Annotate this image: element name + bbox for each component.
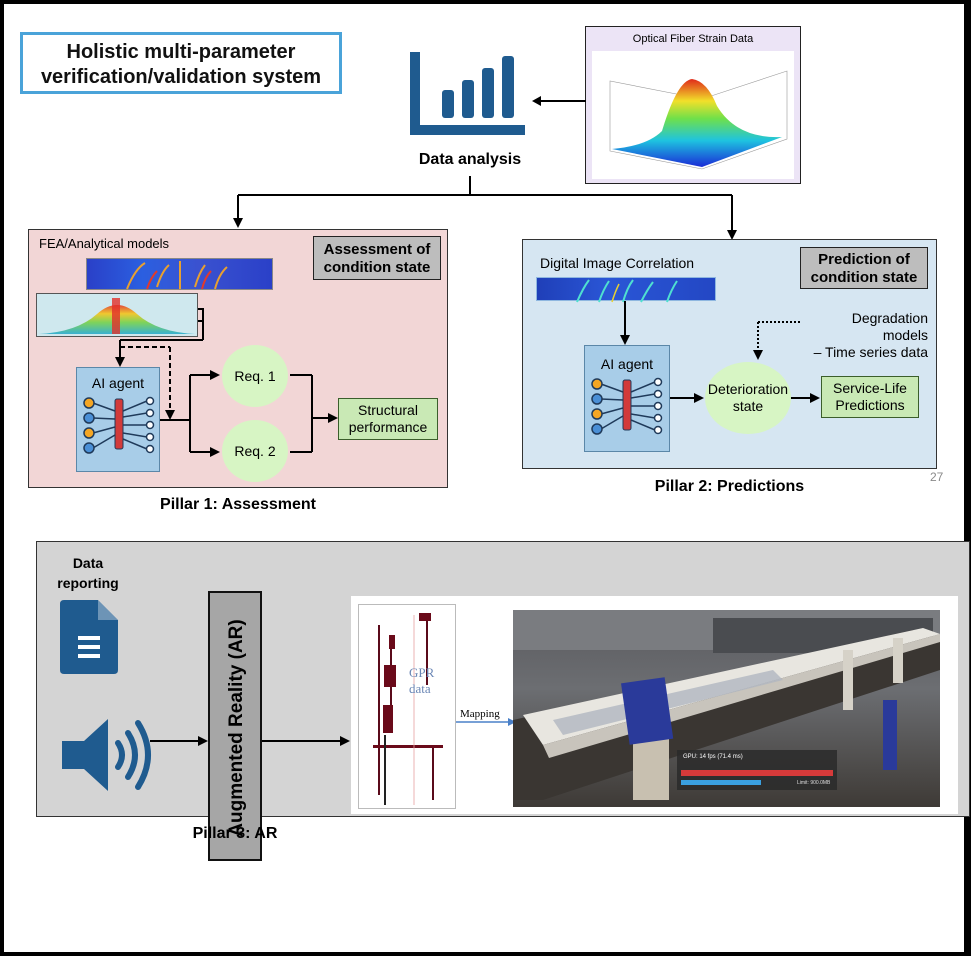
gpr-image: GPR data xyxy=(358,604,456,809)
mapping-label: Mapping xyxy=(460,708,500,720)
bar-chart-icon xyxy=(410,52,525,135)
neural-network-icon xyxy=(83,396,155,454)
data-reporting-label: Data reporting xyxy=(44,553,132,593)
mapping-arrow xyxy=(456,718,516,726)
degradation-line-2: – Time series data xyxy=(813,344,928,360)
structural-line-1: Structural xyxy=(358,402,418,418)
assessment-line-1: Assessment of xyxy=(323,241,431,258)
ai-agent-box-1: AI agent xyxy=(76,367,160,472)
service-line-2: Predictions xyxy=(835,397,905,413)
dic-image xyxy=(536,277,716,303)
service-line-1: Service-Life xyxy=(833,380,907,396)
strain-surface-plot xyxy=(592,51,794,179)
optical-fiber-title: Optical Fiber Strain Data xyxy=(632,33,754,45)
system-title: Holistic multi-parameter verification/va… xyxy=(20,32,342,94)
dic-crack-pattern xyxy=(576,279,678,303)
fea-model-image xyxy=(86,258,273,290)
contour-bracket xyxy=(198,308,204,322)
gpr-data-label: GPR data xyxy=(409,665,434,697)
fea-crack-pattern xyxy=(126,261,228,290)
prediction-box: Prediction of condition state xyxy=(800,247,928,289)
document-icon xyxy=(60,600,118,674)
ar-lab-photo: GPU: 14 fps (71.4 ms) Limit: 900.0MB xyxy=(513,610,940,807)
hud-limit: Limit: 900.0MB xyxy=(797,780,831,786)
prediction-line-2: condition state xyxy=(810,269,918,286)
assessment-box: Assessment of condition state xyxy=(313,236,441,280)
ai-agent-label-1: AI agent xyxy=(91,375,145,391)
gpr-radargram xyxy=(373,613,443,805)
service-life-box: Service-Life Predictions xyxy=(821,376,919,418)
ai-agent-box-2: AI agent xyxy=(584,345,670,452)
optical-fiber-panel: Optical Fiber Strain Data xyxy=(585,26,801,184)
dic-label: Digital Image Correlation xyxy=(540,255,695,271)
gpr-line-2: data xyxy=(409,681,431,696)
speaker-icon xyxy=(62,719,151,791)
pillar3-caption: Pillar 3: AR xyxy=(192,825,278,842)
ar-label: Augmented Reality (AR) xyxy=(226,619,247,837)
optical-to-analysis-arrow xyxy=(532,96,586,106)
structural-performance-box: Structural performance xyxy=(338,398,438,440)
ar-bridge-model xyxy=(513,610,940,800)
pillar1-caption: Pillar 1: Assessment xyxy=(160,496,316,513)
structural-line-2: performance xyxy=(348,419,428,435)
assessment-line-2: condition state xyxy=(323,259,431,276)
ar-box: Augmented Reality (AR) xyxy=(208,591,262,861)
title-line-1: Holistic multi-parameter xyxy=(66,41,296,63)
hud-title: GPU: 14 fps (71.4 ms) xyxy=(683,754,743,760)
fea-contour-plot xyxy=(39,298,195,334)
req2-node: Req. 2 xyxy=(222,420,288,482)
deterioration-node: Deterioration state xyxy=(705,362,791,434)
degradation-line-1: Degradation models xyxy=(851,310,928,343)
ai-agent-label-2: AI agent xyxy=(600,356,654,372)
neural-network-icon-2 xyxy=(591,377,663,435)
reporting-line-1: Data xyxy=(72,555,104,571)
deterioration-line-1: Deterioration xyxy=(707,381,789,397)
title-line-2: verification/validation system xyxy=(40,66,322,88)
gpr-line-1: GPR xyxy=(409,665,435,680)
pillar2-caption: Pillar 2: Predictions xyxy=(654,478,805,495)
fea-contour-image xyxy=(36,293,198,337)
degradation-label: Degradation models – Time series data xyxy=(808,310,928,361)
data-analysis-label: Data analysis xyxy=(418,151,522,168)
req1-node: Req. 1 xyxy=(222,345,288,407)
reporting-line-2: reporting xyxy=(57,575,119,591)
page-number: 27 xyxy=(930,470,944,484)
prediction-line-1: Prediction of xyxy=(818,251,910,268)
fea-label: FEA/Analytical models xyxy=(39,236,170,251)
deterioration-line-2: state xyxy=(732,398,764,414)
